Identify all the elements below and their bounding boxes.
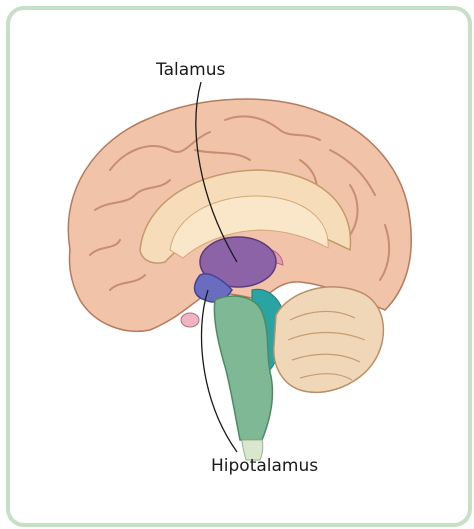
thalamus-label: Talamus xyxy=(156,60,225,80)
hypothalamus-label: Hipotalamus xyxy=(211,456,318,476)
brainstem xyxy=(214,296,272,440)
pituitary xyxy=(181,313,199,327)
